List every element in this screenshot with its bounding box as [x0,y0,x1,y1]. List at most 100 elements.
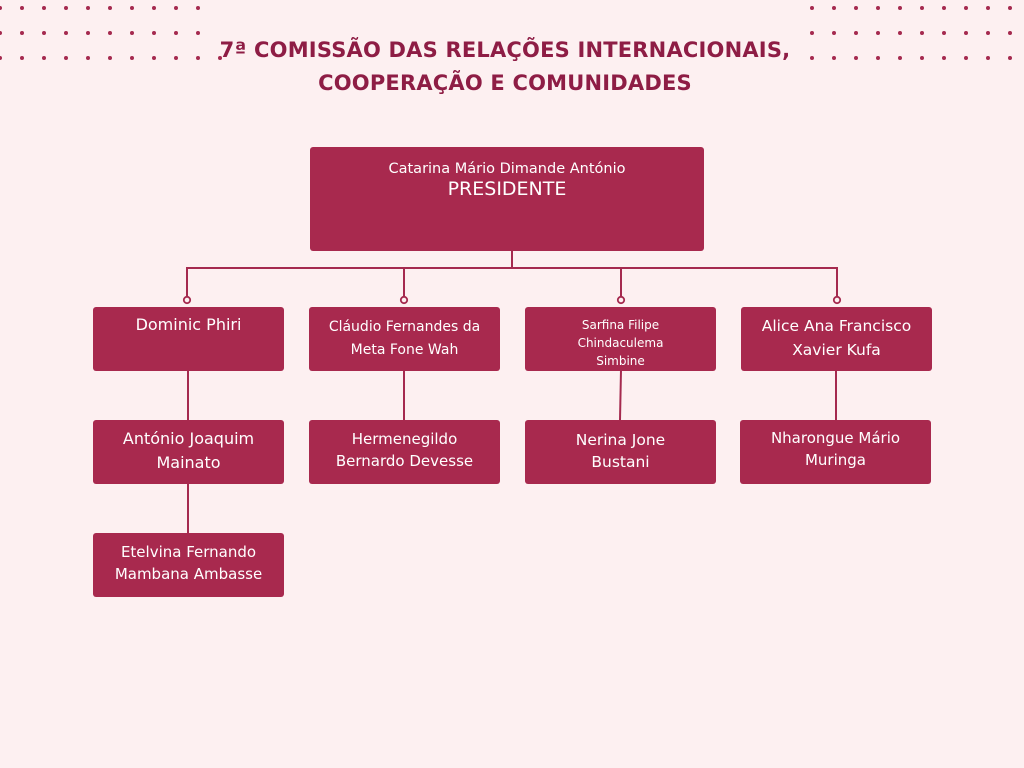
president-role: PRESIDENTE [447,178,567,200]
decorative-dot [832,6,836,10]
decorative-dot [964,31,968,35]
decorative-dot [964,6,968,10]
vice-box-4: Alice Ana Francisco Xavier Kufa [741,307,932,371]
decorative-dot [218,56,222,60]
decorative-dot [854,31,858,35]
vice-box-2: Cláudio Fernandes da Meta Fone Wah [309,307,500,371]
member-box-4-1: Nharongue Mário Muringa [740,420,931,484]
decorative-dot [964,56,968,60]
decorative-dot [876,56,880,60]
connector-col3-a [619,369,622,421]
decorative-dot [1008,56,1012,60]
decorative-dot [174,56,178,60]
member-3-1-line-1: Nerina Jone [575,431,666,449]
decorative-dot [64,31,68,35]
decorative-dot [986,56,990,60]
member-1-2-line-1: Etelvina Fernando [120,543,257,561]
decorative-dot [832,31,836,35]
member-box-1-1: António Joaquim Mainato [93,420,284,484]
vice-2-name-line-2: Meta Fone Wah [350,342,459,358]
member-box-1-2: Etelvina Fernando Mambana Ambasse [93,533,284,597]
decorative-dot [196,31,200,35]
decorative-dot [152,6,156,10]
member-3-1-line-2: Bustani [591,453,650,471]
vice-3-name-line-3: Simbine [596,354,645,368]
president-box: Catarina Mário Dimande António PRESIDENT… [310,147,704,251]
decorative-dot [920,56,924,60]
decorative-dot [832,56,836,60]
decorative-dot [86,6,90,10]
connector-node-2 [399,295,409,305]
member-1-1-line-2: Mainato [156,453,221,472]
decorative-dot [942,31,946,35]
decorative-dot [876,6,880,10]
decorative-dot [152,31,156,35]
decorative-dot [1008,31,1012,35]
decorative-dot [130,31,134,35]
decorative-dot [42,6,46,10]
decorative-dot [0,6,2,10]
member-4-1-line-2: Muringa [804,451,866,469]
decorative-dot [942,6,946,10]
decorative-dot [174,31,178,35]
member-4-1-line-1: Nharongue Mário [770,429,901,447]
decorative-dot [42,31,46,35]
decorative-dot [876,31,880,35]
decorative-dot [986,6,990,10]
decorative-dot [20,31,24,35]
connector-node-3 [616,295,626,305]
vice-3-name-line-1: Sarfina Filipe [581,318,660,332]
decorative-dot [0,31,2,35]
vice-4-name-line-2: Xavier Kufa [792,341,881,359]
decorative-dot [86,31,90,35]
decorative-dot [152,56,156,60]
decorative-dot [42,56,46,60]
member-1-1-line-1: António Joaquim [122,429,255,448]
decorative-dot [986,31,990,35]
page-title: 7ª COMISSÃO DAS RELAÇÕES INTERNACIONAIS,… [150,34,860,100]
decorative-dot [810,56,814,60]
decorative-dot [810,31,814,35]
decorative-dot [1008,6,1012,10]
decorative-dot [20,6,24,10]
connector-node-4 [832,295,842,305]
vice-2-name-line-1: Cláudio Fernandes da [328,319,481,335]
page-title-line-2: COOPERAÇÃO E COMUNIDADES [318,71,692,95]
connector-node-1 [182,295,192,305]
vice-3-name-line-2: Chindaculema [577,336,664,350]
decorative-dot [196,6,200,10]
page-title-line-1: 7ª COMISSÃO DAS RELAÇÕES INTERNACIONAIS, [219,38,791,62]
decorative-dot [64,6,68,10]
decorative-dot [810,6,814,10]
decorative-dot [64,56,68,60]
vice-box-3: Sarfina Filipe Chindaculema Simbine [525,307,716,371]
member-box-2-1: Hermenegildo Bernardo Devesse [309,420,500,484]
member-box-3-1: Nerina Jone Bustani [525,420,716,484]
decorative-dot [108,56,112,60]
member-1-2-line-2: Mambana Ambasse [114,565,263,583]
decorative-dot [942,56,946,60]
decorative-dot [108,6,112,10]
decorative-dot [920,6,924,10]
member-2-1-line-2: Bernardo Devesse [335,452,474,470]
decorative-dot [898,31,902,35]
member-2-1-line-1: Hermenegildo [351,430,458,448]
president-name: Catarina Mário Dimande António [388,161,626,177]
decorative-dot [854,6,858,10]
decorative-dot [174,6,178,10]
decorative-dot [898,6,902,10]
decorative-dot [0,56,2,60]
decorative-dot [86,56,90,60]
decorative-dot [20,56,24,60]
decorative-dot [898,56,902,60]
vice-1-name-line-1: Dominic Phiri [135,315,242,334]
decorative-dot [130,6,134,10]
decorative-dot [196,56,200,60]
decorative-dot [854,56,858,60]
decorative-dot [920,31,924,35]
decorative-dot [130,56,134,60]
decorative-dot [108,31,112,35]
vice-4-name-line-1: Alice Ana Francisco [761,317,912,335]
vice-box-1: Dominic Phiri [93,307,284,371]
